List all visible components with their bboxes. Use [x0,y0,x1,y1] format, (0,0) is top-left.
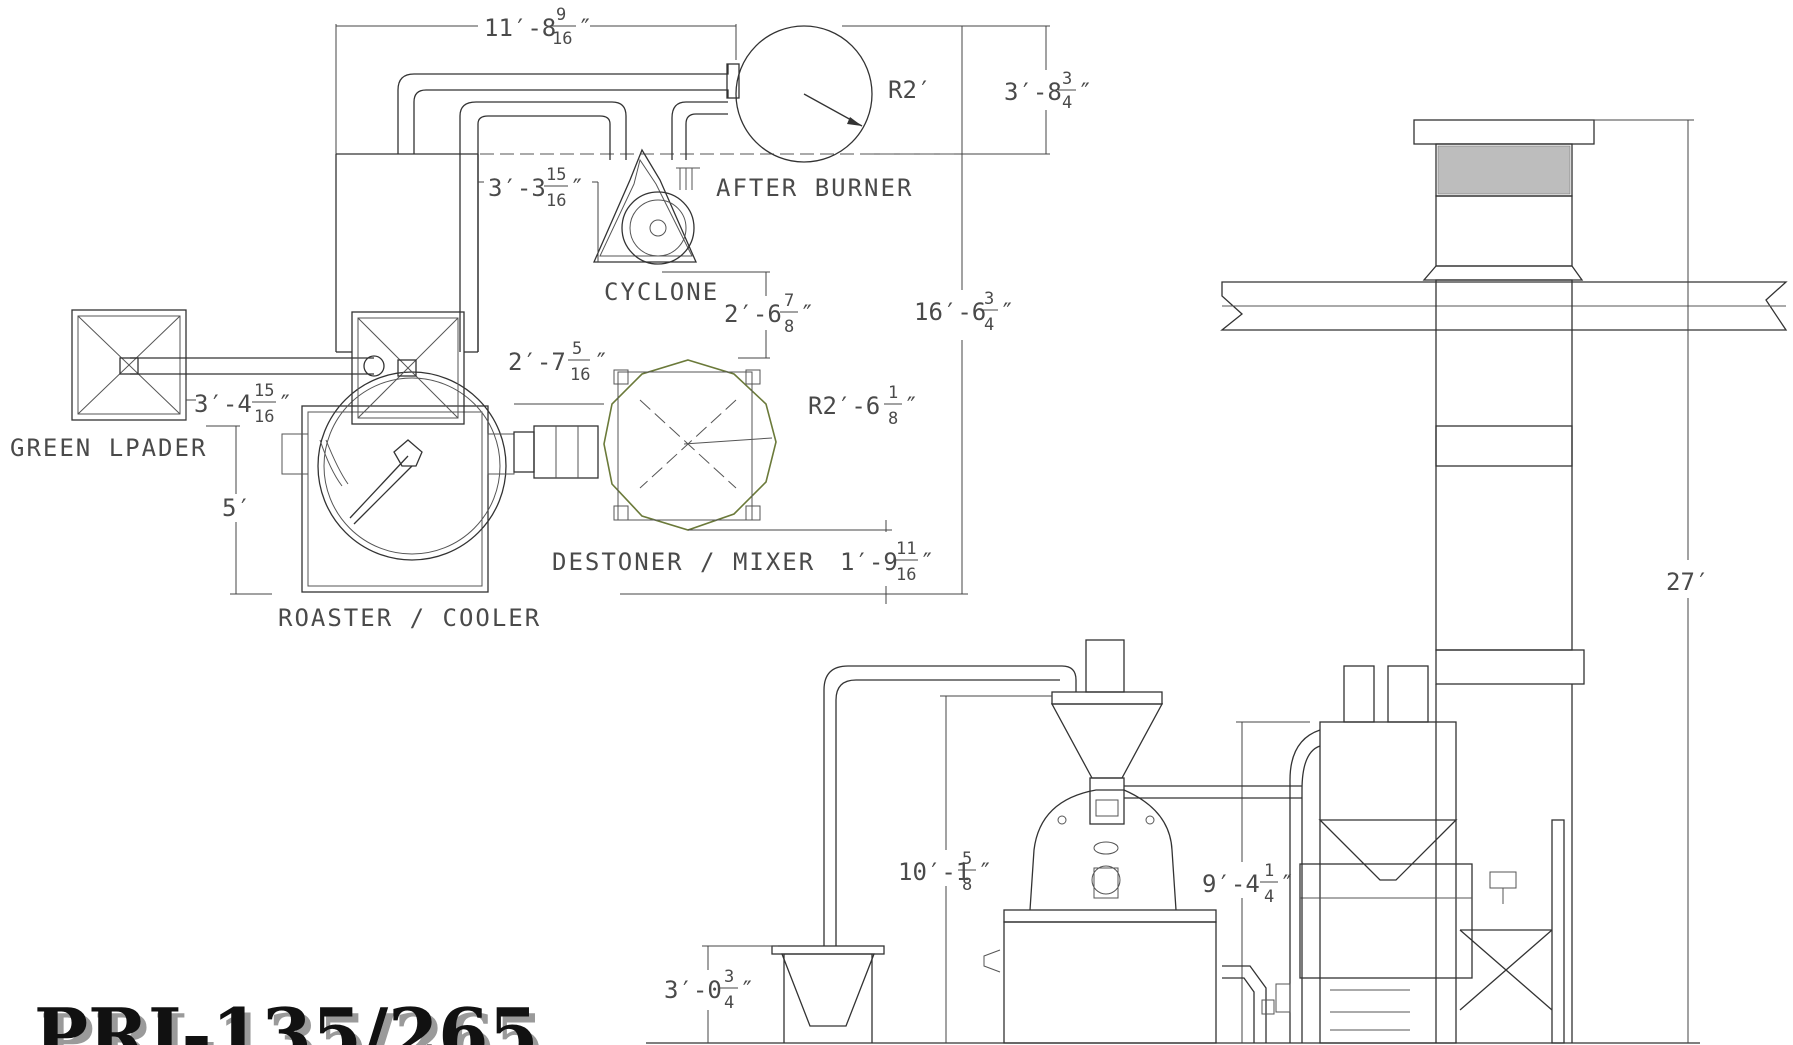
roaster-to-destoner-den: 16 [570,365,590,385]
cyclone-drop-den: 8 [784,317,794,337]
cooler-height-tail: ″ [1280,870,1294,898]
overall-depth-den: 4 [984,315,994,335]
after-burner-label: AFTER BURNER [716,174,913,202]
cyclone-drop-tail: ″ [800,300,814,328]
destoner-radius-num: 1 [888,383,898,403]
cyclone-drop-dim: 2′-6 [724,300,782,328]
loader-gap-tail: ″ [278,390,292,418]
hopper-height-den: 4 [724,993,734,1013]
model-title-text: PRI-135/265 [34,992,538,1045]
destoner-radius-dim: R2′-6 [808,392,880,420]
destoner-mixer-label: DESTONER / MIXER [552,548,815,576]
elevation-view: 27′ 10′-1 5 8 ″ 9′-4 1 4 ″ 3′-0 3 4 ″ [646,119,1788,1044]
destoner-clearance-den: 16 [896,565,916,585]
model-title: PRI-135/265 PRI-135/265 [34,992,544,1045]
top-width-dim: 11′-8 [484,14,556,42]
floor-hopper [771,945,885,1043]
cooler-height-den: 4 [1264,887,1274,907]
plan-view: AFTER BURNER CYCLONE GREEN LPADER ROASTE… [10,5,1092,632]
overall-depth-dim: 16′-6 [914,298,986,326]
loader-gap-dim: 3′-4 [194,390,252,418]
roaster-height-num: 5 [962,849,972,869]
roaster-height-dim: 10′-1 [898,858,970,886]
cyclone-label: CYCLONE [604,278,719,306]
roaster-to-destoner-tail: ″ [594,348,608,376]
destoner-clearance-dim: 1′-9 [840,548,898,576]
roaster-cooler-unit [281,311,515,593]
cooler-height-dim: 9′-4 [1202,870,1260,898]
top-width-tail: ″ [578,14,592,42]
green-loader-unit [71,309,187,421]
exhaust-stack [1220,119,1788,1043]
hopper-height-num: 3 [724,967,734,987]
stack-height-dim: 27′ [1666,568,1709,596]
after-burner-height-tail: ″ [1078,78,1092,106]
hopper-height-tail: ″ [740,976,754,1004]
destoner-radius-den: 8 [888,409,898,429]
loader-gap-den: 16 [254,407,274,427]
top-width-num: 9 [556,5,566,25]
model-title-shadow: PRI-135/265 [40,998,544,1045]
roaster-to-destoner-num: 5 [572,339,582,359]
cooler-height-num: 1 [1264,861,1274,881]
duct-offset-tail: ″ [570,174,584,202]
top-width-den: 16 [552,29,572,49]
duct-offset-den: 16 [546,191,566,211]
overall-depth-num: 3 [984,289,994,309]
green-loader-label: GREEN LPADER [10,434,207,462]
destoner-clearance-tail: ″ [920,548,934,576]
overall-depth-tail: ″ [1000,298,1014,326]
after-burner-height-den: 4 [1062,93,1072,113]
roaster-height-tail: ″ [978,858,992,886]
roaster-to-destoner-dim: 2′-7 [508,348,566,376]
destoner-clearance-num: 11 [896,539,916,559]
loader-gap-num: 15 [254,381,274,401]
destoner-mixer-unit [603,359,777,531]
duct-offset-dim: 3′-3 [488,174,546,202]
roaster-height-den: 8 [962,875,972,895]
cyclone-unit [593,148,700,265]
after-burner-height-dim: 3′-8 [1004,78,1062,106]
duct-offset-num: 15 [546,165,566,185]
after-burner-radius-dim: R2′ [888,76,931,104]
after-burner-height-num: 3 [1062,69,1072,89]
cooler-tank-unit [1275,665,1473,1044]
destoner-radius-tail: ″ [904,392,918,420]
cyclone-drop-num: 7 [784,291,794,311]
roaster-cooler-label: ROASTER / COOLER [278,604,541,632]
hopper-height-dim: 3′-0 [664,976,722,1004]
loader-offset-dim: 5′ [222,494,251,522]
roaster-unit [983,639,1302,1044]
